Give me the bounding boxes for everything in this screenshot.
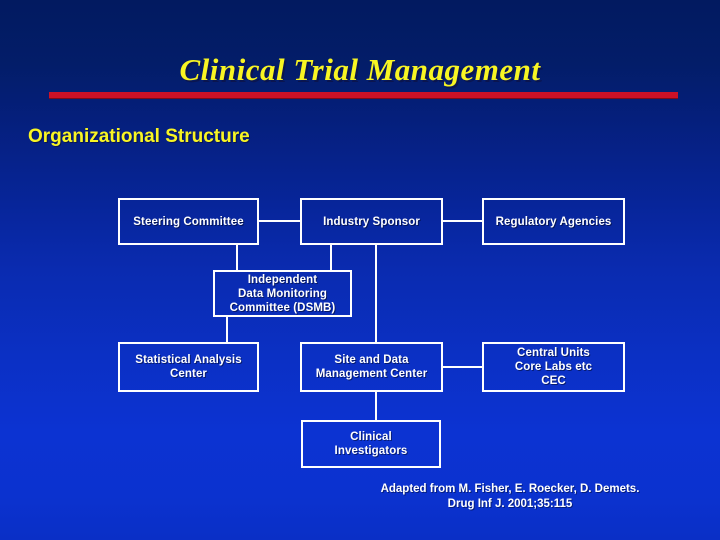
org-node-line: Site and Data: [334, 354, 409, 366]
org-node-line: Clinical: [350, 431, 392, 443]
slide-subtitle: Organizational Structure: [28, 126, 250, 147]
org-node-label: Industry Sponsor: [323, 215, 420, 228]
org-node-line: Independent: [247, 273, 318, 286]
org-node-line: Central Units: [517, 347, 590, 359]
edge-sponsor-to-regulatory: [443, 220, 482, 222]
edge-sponsor-to-site-data-center: [375, 245, 377, 342]
edge-sponsor-to-dsmb: [330, 245, 332, 270]
org-node-clinical-investigators[interactable]: Clinical Investigators: [301, 420, 441, 468]
org-node-line: Investigators: [334, 445, 408, 457]
org-node-statistical-analysis-center[interactable]: Statistical Analysis Center: [118, 342, 259, 392]
attribution-line-1: Adapted from M. Fisher, E. Roecker, D. D…: [380, 483, 640, 495]
edge-site-data-to-central-units: [443, 366, 482, 368]
title-underline-rule: [49, 92, 678, 98]
org-node-regulatory-agencies[interactable]: Regulatory Agencies: [482, 198, 625, 245]
org-node-central-units[interactable]: Central Units Core Labs etc CEC: [482, 342, 625, 392]
org-node-line: Center: [169, 368, 208, 380]
org-node-line: CEC: [541, 375, 566, 387]
edge-steering-to-dsmb: [236, 245, 238, 270]
edge-dsmb-to-statistical-center: [226, 317, 228, 342]
org-node-dsmb[interactable]: Independent Data Monitoring Committee (D…: [213, 270, 352, 317]
org-node-line: Management Center: [315, 368, 428, 380]
org-node-label: Steering Committee: [133, 215, 244, 228]
org-node-label: Statistical Analysis Center: [127, 353, 249, 381]
org-node-line: Statistical Analysis: [135, 354, 242, 366]
org-node-label: Central Units Core Labs etc CEC: [507, 346, 600, 388]
org-node-label: Independent Data Monitoring Committee (D…: [222, 273, 344, 315]
org-node-label: Site and Data Management Center: [308, 353, 436, 381]
org-node-industry-sponsor[interactable]: Industry Sponsor: [300, 198, 443, 245]
org-node-line: Core Labs etc: [514, 361, 593, 373]
org-node-label: Regulatory Agencies: [495, 215, 612, 228]
org-node-steering-committee[interactable]: Steering Committee: [118, 198, 259, 245]
org-node-label: Clinical Investigators: [327, 430, 416, 458]
slide-title: Clinical Trial Management: [179, 52, 541, 87]
edge-site-data-to-clinical-investigators: [375, 392, 377, 420]
edge-steering-to-sponsor: [259, 220, 300, 222]
source-attribution: Adapted from M. Fisher, E. Roecker, D. D…: [340, 482, 680, 512]
org-node-site-data-management-center[interactable]: Site and Data Management Center: [300, 342, 443, 392]
org-node-line: Committee (DSMB): [229, 301, 336, 314]
org-node-line: Data Monitoring: [237, 287, 328, 300]
attribution-line-2: Drug Inf J. 2001;35:115: [447, 498, 573, 510]
